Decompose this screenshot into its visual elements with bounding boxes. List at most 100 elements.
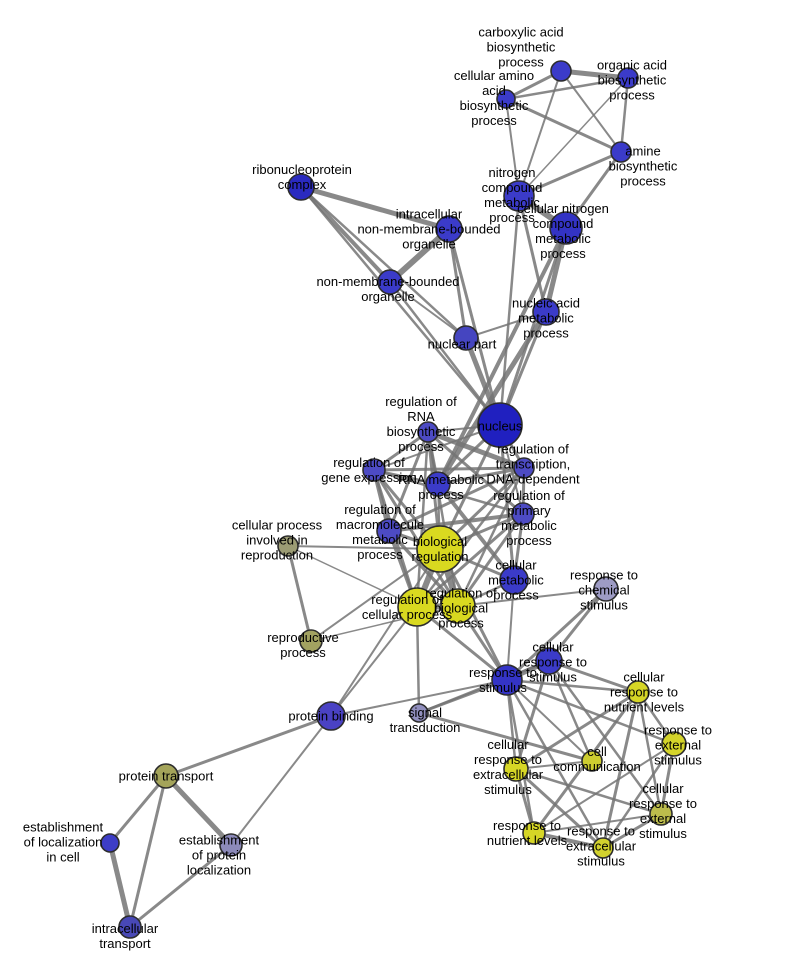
edge-amino--amine[interactable] bbox=[504, 97, 623, 154]
edge-cell_resp_extracell--resp_extracell[interactable] bbox=[514, 767, 605, 850]
node-cell_resp_nutrient[interactable] bbox=[626, 680, 650, 704]
node-cell_resp_stim[interactable] bbox=[535, 647, 563, 675]
edge-cell_nitrogen--nucleus[interactable] bbox=[498, 226, 568, 427]
node-cell_comm[interactable] bbox=[581, 750, 603, 772]
node-nitrogen[interactable] bbox=[503, 180, 535, 212]
edge-ribo--nucleus[interactable] bbox=[299, 185, 502, 427]
edge-protein_binding--resp_stim[interactable] bbox=[330, 679, 508, 717]
edge-reg_rna--reg_macro[interactable] bbox=[387, 430, 430, 533]
edge-organic--amino[interactable] bbox=[504, 76, 630, 101]
edge-cell_resp_stim--cell_comm[interactable] bbox=[547, 659, 594, 763]
edge-resp_external--resp_extracell[interactable] bbox=[601, 742, 676, 850]
edge-nmbo--nuclear_part[interactable] bbox=[389, 281, 467, 339]
node-reg_bio[interactable] bbox=[440, 588, 476, 624]
edge-cell_resp_stim--cell_resp_nutrient[interactable] bbox=[547, 659, 640, 694]
edge-protein_binding--est_prot_loc[interactable] bbox=[230, 715, 332, 846]
node-resp_chem[interactable] bbox=[593, 576, 619, 602]
edge-resp_stim--resp_chem[interactable] bbox=[505, 587, 608, 682]
node-cell_metab[interactable] bbox=[499, 565, 529, 595]
edge-reg_gene--reg_primary[interactable] bbox=[372, 468, 525, 516]
node-est_loc_cell[interactable] bbox=[100, 833, 120, 853]
edge-cell_resp_extracell--cell_resp_external[interactable] bbox=[514, 767, 663, 816]
node-cell_resp_extracell[interactable] bbox=[503, 756, 529, 782]
node-protein_transport[interactable] bbox=[153, 763, 179, 789]
node-reg_primary[interactable] bbox=[511, 502, 535, 526]
node-nuclear_part[interactable] bbox=[453, 325, 479, 351]
node-protein_binding[interactable] bbox=[316, 701, 346, 731]
edge-protein_transport--intra_transport[interactable] bbox=[128, 774, 168, 929]
node-ribo[interactable] bbox=[287, 173, 315, 201]
edge-reg_primary--reg_macro[interactable] bbox=[387, 512, 525, 533]
edge-cell_resp_stim--resp_chem[interactable] bbox=[547, 587, 608, 663]
edge-organic--amine[interactable] bbox=[619, 76, 630, 154]
node-bio_reg[interactable] bbox=[416, 525, 464, 573]
edge-cell_resp_stim--cell_resp_extracell[interactable] bbox=[514, 659, 551, 771]
edge-reg_rna--reg_cell[interactable] bbox=[415, 430, 430, 609]
edge-intra_nmbo--nuclear_part[interactable] bbox=[447, 227, 468, 340]
edge-cell_resp_nutrient--cell_resp_external[interactable] bbox=[636, 690, 663, 816]
edge-reg_tx--reg_bio[interactable] bbox=[456, 466, 526, 608]
node-reg_macro[interactable] bbox=[376, 518, 402, 544]
edge-est_loc_cell--intra_transport[interactable] bbox=[107, 840, 133, 930]
edge-resp_external--resp_nutrient[interactable] bbox=[533, 743, 675, 834]
edge-protein_binding--protein_transport[interactable] bbox=[164, 714, 333, 778]
edge-protein_binding--reg_cell[interactable] bbox=[330, 606, 418, 717]
edge-repro_cell--repro[interactable] bbox=[286, 544, 313, 643]
node-signal_tx[interactable] bbox=[409, 703, 429, 723]
edge-ribo--intra_nmbo[interactable] bbox=[298, 184, 452, 232]
node-reg_rna[interactable] bbox=[417, 421, 439, 443]
edge-resp_nutrient--cell_resp_external[interactable] bbox=[533, 813, 662, 834]
node-repro_cell[interactable] bbox=[277, 535, 299, 557]
node-nmbo[interactable] bbox=[377, 269, 403, 295]
node-organic[interactable] bbox=[617, 67, 639, 89]
edge-reg_rna--reg_tx[interactable] bbox=[425, 429, 527, 471]
node-nucleus[interactable] bbox=[477, 402, 523, 448]
node-intra_nmbo[interactable] bbox=[435, 215, 463, 243]
node-resp_nutrient[interactable] bbox=[522, 821, 546, 845]
edge-reg_tx--rna_metab[interactable] bbox=[436, 466, 526, 486]
node-repro[interactable] bbox=[299, 629, 323, 653]
node-est_prot_loc[interactable] bbox=[219, 833, 243, 857]
edge-reg_tx--reg_gene[interactable] bbox=[372, 466, 526, 472]
edge-resp_stim--cell_comm[interactable] bbox=[506, 679, 593, 762]
edge-nitrogen--nucleus[interactable] bbox=[498, 194, 521, 427]
edge-repro--bio_reg[interactable] bbox=[310, 548, 441, 642]
edge-intra_nmbo--nucleus[interactable] bbox=[447, 227, 502, 427]
edge-amino--nitrogen[interactable] bbox=[505, 98, 520, 197]
edge-cell_metab--resp_stim[interactable] bbox=[506, 579, 515, 681]
node-nucleic[interactable] bbox=[532, 298, 560, 326]
edge-repro_cell--bio_reg[interactable] bbox=[287, 545, 441, 550]
node-resp_external[interactable] bbox=[661, 731, 687, 757]
node-reg_gene[interactable] bbox=[362, 458, 386, 482]
edge-resp_stim--cell_resp_nutrient[interactable] bbox=[505, 678, 640, 694]
node-reg_tx[interactable] bbox=[513, 457, 535, 479]
node-amine[interactable] bbox=[610, 141, 632, 163]
edge-carboxylic--amine[interactable] bbox=[560, 70, 622, 153]
edge-rna_metab--cell_metab[interactable] bbox=[436, 482, 516, 582]
edge-amine--nitrogen[interactable] bbox=[517, 150, 623, 198]
edge-nitrogen--nucleic[interactable] bbox=[517, 194, 548, 314]
node-intra_transport[interactable] bbox=[118, 915, 142, 939]
edge-reg_primary--reg_bio[interactable] bbox=[456, 512, 525, 608]
edge-ribo--nuclear_part[interactable] bbox=[299, 185, 468, 340]
edge-cell_resp_nutrient--cell_resp_extracell[interactable] bbox=[514, 690, 640, 771]
edge-repro_cell--reg_cell[interactable] bbox=[287, 545, 418, 608]
edge-reg_bio--resp_chem[interactable] bbox=[457, 588, 607, 607]
edge-nucleic--nuclear_part[interactable] bbox=[465, 311, 547, 339]
node-amino[interactable] bbox=[496, 89, 516, 109]
edge-carboxylic--organic[interactable] bbox=[558, 68, 631, 81]
edge-protein_binding--bio_reg[interactable] bbox=[330, 548, 441, 717]
node-rna_metab[interactable] bbox=[425, 471, 451, 497]
edge-signal_tx--cell_comm[interactable] bbox=[417, 711, 594, 763]
node-cell_resp_external[interactable] bbox=[649, 802, 673, 826]
edge-reg_tx--reg_macro[interactable] bbox=[387, 466, 526, 533]
node-reg_cell[interactable] bbox=[397, 587, 437, 627]
node-resp_stim[interactable] bbox=[491, 664, 523, 696]
edge-nmbo--nucleus[interactable] bbox=[388, 280, 502, 427]
node-cell_nitrogen[interactable] bbox=[549, 211, 583, 245]
node-carboxylic[interactable] bbox=[550, 60, 572, 82]
edge-est_prot_loc--intra_transport[interactable] bbox=[128, 843, 233, 929]
edge-protein_transport--est_loc_cell[interactable] bbox=[108, 774, 168, 845]
edge-organic--nitrogen[interactable] bbox=[518, 77, 629, 197]
edge-protein_transport--est_prot_loc[interactable] bbox=[163, 773, 234, 848]
